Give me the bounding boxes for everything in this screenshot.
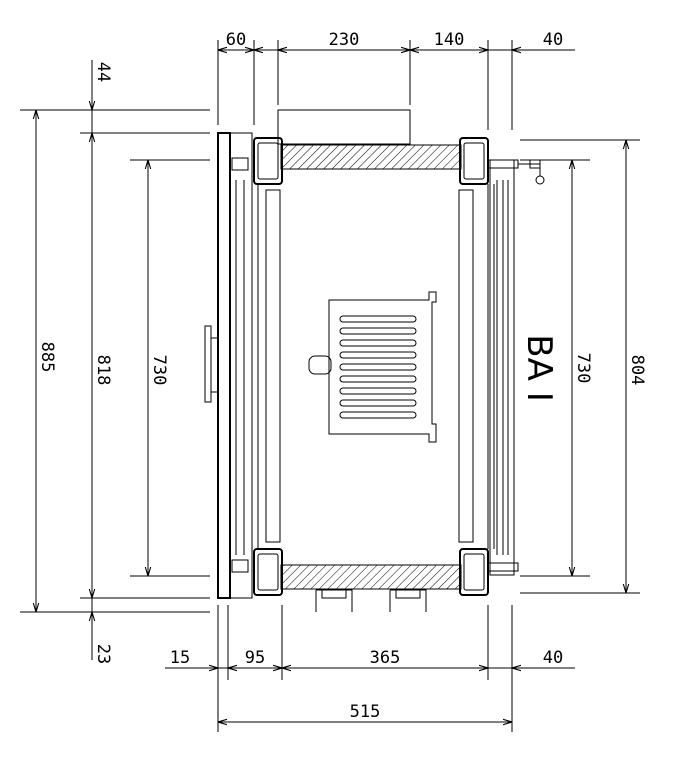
dim-bottom-3: 365 [370, 648, 401, 668]
dim-overall-width: 515 [350, 702, 381, 722]
dimension-labels: 60 230 140 40 15 95 365 40 515 44 23 885… [37, 30, 647, 722]
dim-top-3: 140 [434, 30, 465, 50]
dim-left-bottom-offset: 23 [93, 644, 113, 664]
dim-top-1: 60 [226, 30, 246, 50]
unit-label: BA I [519, 334, 559, 401]
dim-left-clear-height: 730 [149, 355, 169, 386]
dim-right-clear-height: 730 [573, 353, 593, 384]
dim-bottom-4: 40 [543, 648, 563, 668]
dim-top-4: 40 [543, 30, 563, 50]
dim-left-top-offset: 44 [93, 62, 113, 82]
cabinet-frame [204, 109, 545, 612]
dim-left-outer-height: 885 [37, 342, 57, 373]
dimension-lines [36, 50, 626, 722]
dim-top-2: 230 [329, 30, 360, 50]
dim-left-inner-height: 818 [93, 355, 113, 386]
dim-right-outer-height: 804 [627, 355, 647, 386]
dim-bottom-2: 95 [245, 648, 265, 668]
dim-bottom-1: 15 [170, 648, 190, 668]
